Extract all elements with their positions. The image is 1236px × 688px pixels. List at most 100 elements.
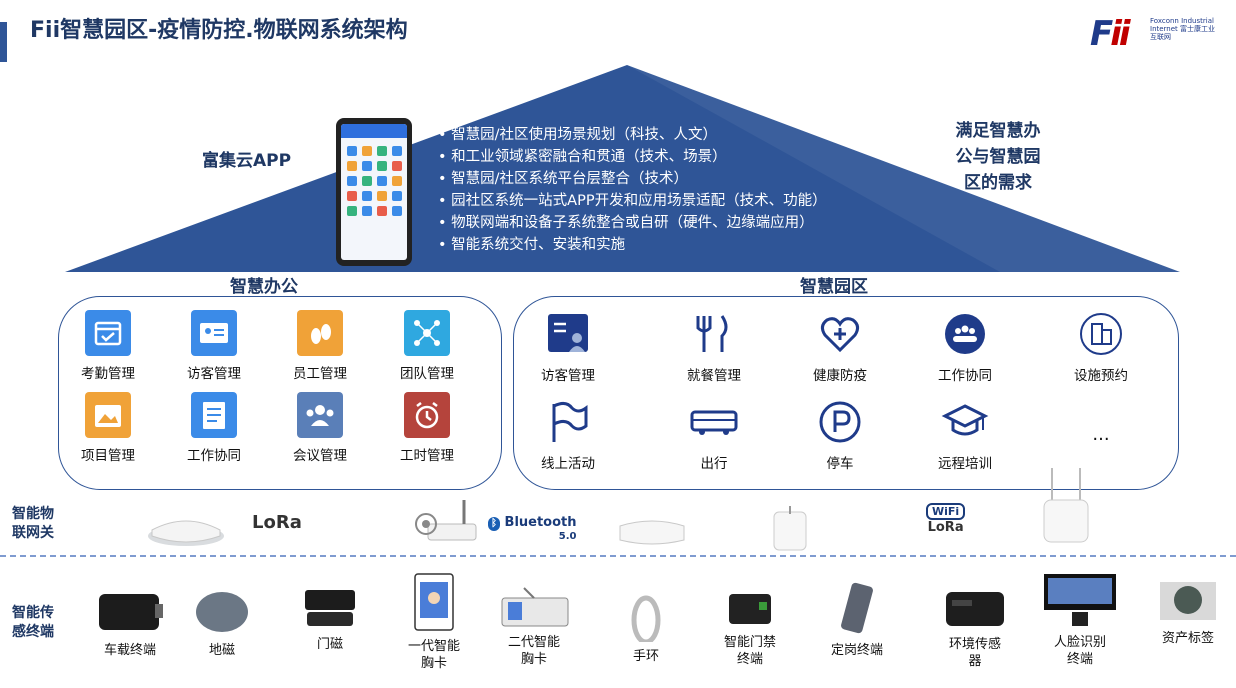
folder-image-icon (85, 392, 131, 438)
park-item-label: 健康防疫 (813, 368, 867, 384)
sensor-device-label: 资产标签 (1161, 631, 1214, 646)
id-card-icon (191, 310, 237, 356)
flag-icon (552, 401, 588, 442)
sensor-device-label: 定岗终端 (830, 643, 883, 658)
sensor-device: 车载终端 (88, 590, 172, 659)
gateway-router-image (148, 520, 224, 546)
sensor-device-image (305, 590, 355, 626)
office-item[interactable]: 访客管理 (159, 310, 269, 382)
sensor-label-line: 智能传 (12, 605, 54, 621)
office-item[interactable]: 工作协同 (159, 392, 269, 464)
office-item[interactable]: 项目管理 (53, 392, 163, 464)
sensor-device-image (414, 573, 454, 631)
sensor-device-image (729, 594, 771, 624)
sensor-label: 智能传 感终端 (12, 604, 54, 642)
park-item-label: 出行 (700, 456, 728, 472)
bluetooth-gateway-image (415, 500, 477, 541)
sensor-device-label: 一代智能胸卡 (407, 639, 460, 671)
sensor-device: 环境传感器 (933, 586, 1017, 670)
parking-icon (819, 401, 861, 443)
smart-office-title: 智慧办公 (230, 277, 298, 297)
sensor-device-image (841, 582, 873, 634)
park-item-label: 停车 (826, 456, 854, 472)
page-title: Fii智慧园区-疫情防控.物联网系统架构 (30, 18, 408, 43)
office-item[interactable]: 员工管理 (265, 310, 375, 382)
park-item[interactable]: 出行 (659, 398, 769, 472)
sensor-device-label: 人脸识别终端 (1053, 635, 1106, 667)
smart-park-title: 智慧园区 (800, 277, 868, 297)
ceiling-gateway-image (619, 520, 685, 545)
title-accent-bar (0, 22, 7, 62)
park-item[interactable]: 远程培训 (910, 398, 1020, 472)
footprint-icon (297, 310, 343, 356)
park-item[interactable]: 设施预约 (1046, 310, 1156, 384)
bullet-item: 智慧园/社区使用场景规划（科技、人文） (438, 124, 827, 146)
logo-text: Foxconn Industrial Internet 富士康工业互联网 (1150, 17, 1216, 41)
office-item[interactable]: 团队管理 (372, 310, 482, 382)
sensor-device-label: 二代智能胸卡 (507, 635, 560, 667)
park-item-label: 设施预约 (1074, 368, 1128, 384)
park-item[interactable]: ... (1046, 398, 1156, 445)
office-item-label: 员工管理 (293, 366, 347, 382)
alarm-clock-icon (404, 392, 450, 438)
park-item-label: 线上活动 (541, 456, 595, 472)
park-item[interactable]: 就餐管理 (659, 310, 769, 384)
lora-badge-secondary: LoRa (927, 520, 964, 535)
park-item-label: 远程培训 (938, 456, 992, 472)
park-item-label: 工作协同 (938, 368, 992, 384)
bluetooth-label: Bluetooth (504, 515, 577, 530)
bluetooth-badge: ᛒ Bluetooth 5.0 (488, 515, 577, 542)
sensor-device-label: 门磁 (316, 637, 343, 652)
visitor-card-icon (548, 314, 588, 352)
sensor-device: 人脸识别终端 (1038, 572, 1122, 668)
office-item-label: 工作协同 (187, 448, 241, 464)
wifi-icon: WiFi (926, 503, 966, 520)
office-item-label: 访客管理 (187, 366, 241, 382)
gateway-label-line: 联网关 (12, 525, 54, 541)
calendar-check-icon (85, 310, 131, 356)
requirement-note: 满足智慧办 公与智慧园 区的需求 (943, 118, 1053, 196)
sensor-device-label: 车载终端 (103, 643, 156, 658)
sensor-device-label: 环境传感器 (948, 637, 1001, 669)
sensor-device: 地磁 (180, 588, 264, 659)
office-item-label: 项目管理 (81, 448, 135, 464)
sensor-device: 门磁 (288, 586, 372, 653)
layer-divider (0, 555, 1236, 557)
requirement-line: 公与智慧园 (955, 147, 1041, 167)
company-logo: Fii Foxconn Industrial Internet 富士康工业互联网 (1090, 14, 1220, 54)
wifi-lora-badge: WiFi LoRa (926, 500, 966, 535)
park-item[interactable]: 访客管理 (513, 310, 623, 384)
park-item[interactable]: 停车 (785, 398, 895, 472)
wall-gateway-image (773, 506, 807, 551)
sensor-device: 手环 (604, 590, 688, 665)
sensor-device-label: 地磁 (208, 643, 235, 658)
office-item[interactable]: 考勤管理 (53, 310, 163, 382)
park-item[interactable]: 工作协同 (910, 310, 1020, 384)
graduation-cap-icon (941, 404, 989, 436)
sensor-device-image (631, 595, 661, 642)
park-item-label: 访客管理 (541, 368, 595, 384)
sensor-device: 一代智能胸卡 (392, 572, 476, 672)
office-item[interactable]: 会议管理 (265, 392, 375, 464)
park-item[interactable]: 健康防疫 (785, 310, 895, 384)
sensor-device-image (99, 594, 163, 630)
document-edit-icon (191, 392, 237, 438)
sensor-label-line: 感终端 (12, 624, 54, 640)
logo-mark: Fii (1090, 14, 1131, 54)
bullet-item: 物联网端和设备子系统整合或自研（硬件、边缘端应用） (438, 212, 827, 234)
requirement-line: 满足智慧办 (955, 121, 1041, 141)
office-item-label: 考勤管理 (81, 366, 135, 382)
office-item[interactable]: 工时管理 (372, 392, 482, 464)
people-group-icon (297, 392, 343, 438)
lora-badge: LoRa (252, 512, 302, 533)
outdoor-gateway-image (1043, 468, 1089, 543)
bullet-item: 智慧园/社区系统平台层整合（技术） (438, 168, 827, 190)
office-item-label: 团队管理 (400, 366, 454, 382)
bullet-item: 和工业领域紧密融合和贯通（技术、场景） (438, 146, 827, 168)
gateway-label-line: 智能物 (12, 506, 54, 522)
bullet-item: 园社区系统一站式APP开发和应用场景适配（技术、功能） (438, 190, 826, 212)
park-item[interactable]: 线上活动 (513, 398, 623, 472)
feature-bullet-list: 智慧园/社区使用场景规划（科技、人文） 和工业领域紧密融合和贯通（技术、场景） … (438, 124, 827, 256)
sensor-device-label: 智能门禁终端 (723, 635, 776, 667)
heart-plus-icon (820, 317, 860, 353)
